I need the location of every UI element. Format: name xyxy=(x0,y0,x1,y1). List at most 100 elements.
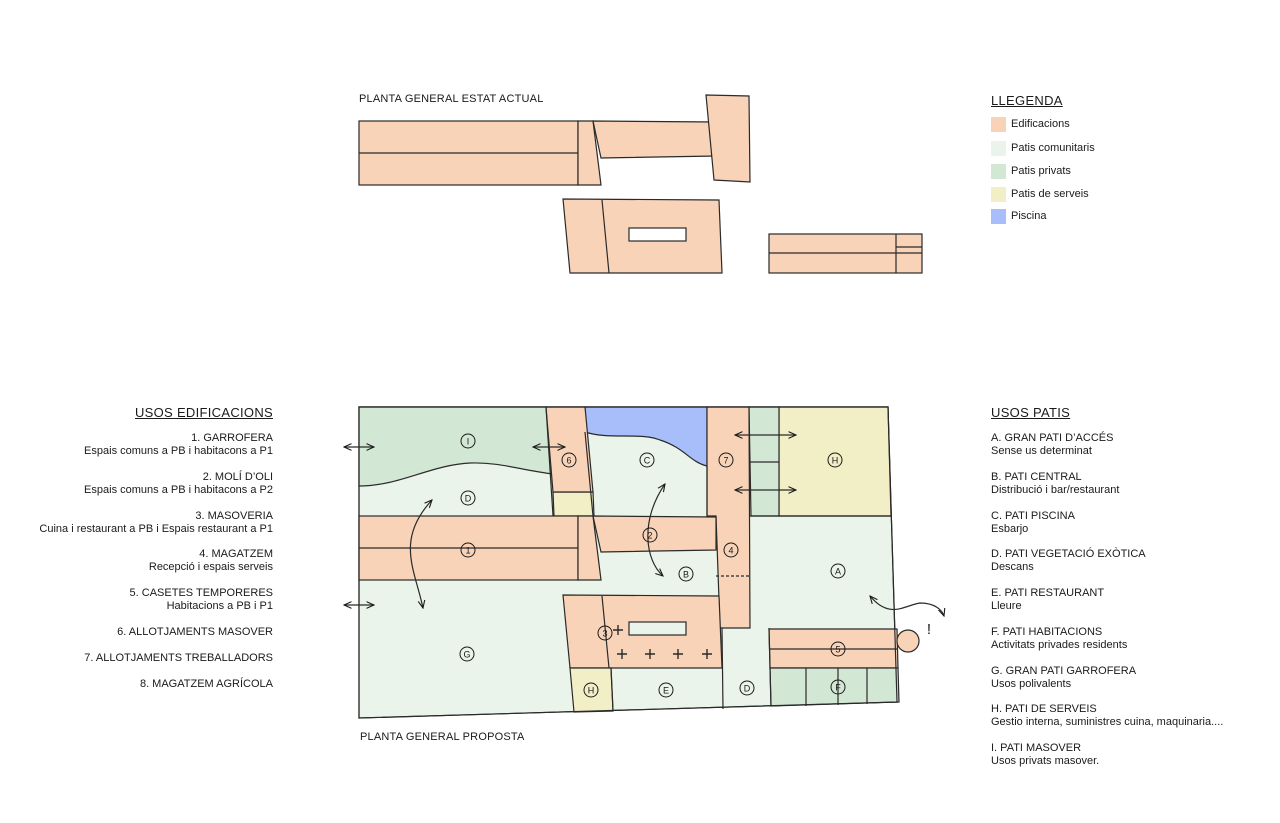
building-2 xyxy=(592,515,717,553)
building-use-desc: Espais comuns a PB i habitacons a P1 xyxy=(84,445,273,457)
building-marker: 1 xyxy=(465,546,470,556)
legend-swatch xyxy=(991,116,1006,132)
patio-use-name: H. PATI DE SERVEIS xyxy=(991,703,1097,715)
building-marker-circle xyxy=(460,542,476,558)
service-patch xyxy=(552,491,595,517)
legend-swatch xyxy=(991,163,1006,179)
building-marker: 2 xyxy=(647,531,652,541)
patio-marker: D xyxy=(465,494,472,504)
patio-use-desc: Sense us determinat xyxy=(991,445,1092,457)
building-use-desc: Cuina i restaurant a PB i Espais restaur… xyxy=(39,523,273,535)
building-marker: 5 xyxy=(835,645,840,655)
patio-marker-circle xyxy=(830,563,846,579)
legend-label: Patis privats xyxy=(1011,165,1071,177)
building-marker-circle xyxy=(718,452,734,468)
legend-label: Patis de serveis xyxy=(1011,188,1089,200)
building-use-name: 1. GARROFERA xyxy=(191,432,273,444)
patio-marker-circle xyxy=(658,682,674,698)
site-outline-stroke xyxy=(358,406,898,719)
building-use-desc: Espais comuns a PB i habitacons a P2 xyxy=(84,484,273,496)
building-marker-circle xyxy=(561,452,577,468)
legend-item: Patis privats xyxy=(991,163,1071,179)
building-marker-circle xyxy=(723,542,739,558)
patio-use-name: A. GRAN PATI D’ACCÉS xyxy=(991,432,1114,444)
patio-use-name: G. GRAN PATI GARROFERA xyxy=(991,665,1137,677)
existing-building-tower xyxy=(705,94,751,183)
building-use-name: 4. MAGATZEM xyxy=(199,548,273,560)
building-use-name: 8. MAGATZEM AGRÍCOLA xyxy=(139,678,273,690)
building-marker: 7 xyxy=(723,456,728,466)
current-state-plan xyxy=(358,94,923,274)
existing-courtyard-void xyxy=(628,227,687,242)
patio-use-name: C. PATI PISCINA xyxy=(991,510,1075,522)
patio-marker: C xyxy=(644,456,651,466)
patio-marker-circle xyxy=(827,452,843,468)
patio-marker: D xyxy=(744,684,751,694)
patio-use-name: D. PATI VEGETACIÓ EXÒTICA xyxy=(991,548,1146,560)
proposal-plan-caption: PLANTA GENERAL PROPOSTA xyxy=(360,731,525,743)
patio-marker: G xyxy=(463,650,470,660)
patio-use-desc: Usos privats masover. xyxy=(991,755,1100,767)
patio-use-name: E. PATI RESTAURANT xyxy=(991,587,1105,599)
patio-marker: I xyxy=(467,437,470,447)
patio-marker-circle xyxy=(678,566,694,582)
legend-swatch xyxy=(991,186,1006,202)
building-use-desc: Habitacions a PB i P1 xyxy=(166,600,273,612)
building-use-name: 3. MASOVERIA xyxy=(195,510,273,522)
patio-use-desc: Descans xyxy=(991,561,1034,573)
legend-title: LLEGENDA xyxy=(991,93,1063,108)
legend-label: Piscina xyxy=(1011,210,1047,222)
patio-use-desc: Distribució i bar/restaurant xyxy=(991,484,1120,496)
building-marker: 4 xyxy=(728,546,733,556)
building-use-item: 6. ALLOTJAMENTS MASOVER xyxy=(117,626,273,639)
legend-label: Edificacions xyxy=(1011,118,1070,130)
legend-label: Patis comunitaris xyxy=(1011,142,1095,154)
patio-marker-circle xyxy=(739,680,755,696)
patio-use-desc: Lleure xyxy=(991,600,1022,612)
patio-use-desc: Activitats privades residents xyxy=(991,639,1128,651)
legend-swatch xyxy=(991,208,1006,224)
access-mark: ! xyxy=(927,621,931,638)
building-use-item: 7. ALLOTJAMENTS TREBALLADORS xyxy=(84,652,273,665)
building-marker-circle xyxy=(642,527,658,543)
patio-marker-circle xyxy=(583,682,599,698)
patio-marker: B xyxy=(683,570,689,580)
legend-swatch xyxy=(991,140,1006,156)
current-plan-caption: PLANTA GENERAL ESTAT ACTUAL xyxy=(359,93,544,105)
patio-use-desc: Esbarjo xyxy=(991,523,1029,535)
patio-marker: A xyxy=(835,567,841,577)
patio-use-name: I. PATI MASOVER xyxy=(991,742,1082,754)
patio-marker: F xyxy=(835,683,841,693)
usos-edificacions-title: USOS EDIFICACIONS xyxy=(134,405,273,420)
patio-marker: H xyxy=(832,456,839,466)
patio-marker: H xyxy=(588,686,595,696)
building-3-courtyard xyxy=(628,621,687,636)
patio-use-desc: Usos polivalents xyxy=(991,678,1072,690)
patio-use-desc: Gestio interna, suministres cuina, maqui… xyxy=(991,716,1224,728)
patio-marker-circle xyxy=(460,490,476,506)
building-3-crosses xyxy=(613,625,712,659)
circulation-arrows xyxy=(344,435,944,616)
building-use-item: 8. MAGATZEM AGRÍCOLA xyxy=(140,678,273,691)
building-use-name: 7. ALLOTJAMENTS TREBALLADORS xyxy=(84,652,273,664)
patio-marker-circle xyxy=(460,433,476,449)
building-marker-circle xyxy=(597,625,613,641)
existing-building-link xyxy=(577,120,602,186)
patio-use-name: B. PATI CENTRAL xyxy=(991,471,1082,483)
building-1-link xyxy=(577,515,602,581)
legend-item: Patis de serveis xyxy=(991,186,1089,202)
building-6 xyxy=(545,406,594,493)
